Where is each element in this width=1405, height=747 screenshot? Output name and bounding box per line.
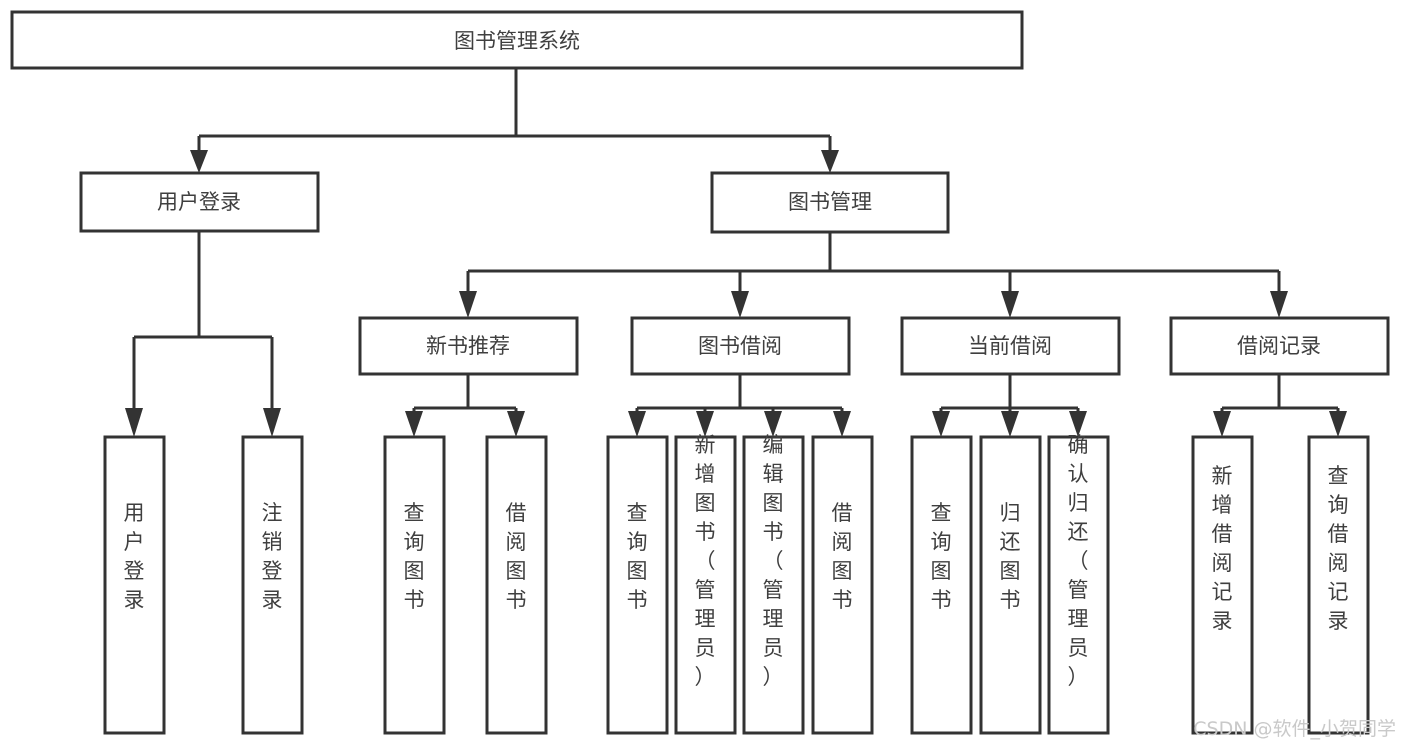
node-new-book-recommend-box[interactable] [358, 316, 579, 376]
leaf-book-borrow-edit-label: 编辑图书（管理员） [763, 433, 784, 689]
node-root-system-label: 图书管理系统 [454, 29, 580, 53]
leaf-book-borrow-edit-box[interactable] [742, 435, 805, 735]
leaf-borrow-record-add-label: 新增借阅记录 [1212, 464, 1233, 633]
node-book-management-box[interactable] [710, 171, 950, 234]
leaf-book-borrow-query-label: 查询图书 [627, 501, 648, 612]
arrow-head-br-leaf-2 [1329, 411, 1347, 437]
arrow-head-nb-leaf-2 [507, 411, 525, 437]
leaf-borrow-record-add-box[interactable] [1191, 435, 1254, 735]
leaf-current-borrow-confirm-label: 确认归还（管理员） [1068, 433, 1089, 689]
leaf-book-borrow-borrow[interactable]: 借阅图书 [811, 435, 874, 735]
arrow-head-br-leaf-1 [1213, 411, 1231, 437]
leaf-current-borrow-query-label: 查询图书 [931, 501, 952, 612]
arrow-head-leaf-user-login [125, 408, 143, 437]
arrow-head-user-login [190, 150, 208, 173]
leaf-new-book-query-box[interactable] [383, 435, 446, 735]
leaf-borrow-record-query-box[interactable] [1307, 435, 1370, 735]
leaf-book-borrow-add-label: 新增图书（管理员） [695, 433, 716, 689]
node-root-system[interactable]: 图书管理系统 [10, 10, 1024, 70]
node-current-borrow-box[interactable] [900, 316, 1121, 376]
connector-layer [125, 68, 1347, 437]
node-book-borrow-label: 图书借阅 [698, 334, 782, 358]
arrow-head-cb-leaf-2 [1001, 411, 1019, 437]
leaf-current-borrow-return[interactable]: 归还图书 [979, 435, 1042, 735]
csdn-watermark: CSDN @软件_小贺同学 [1193, 718, 1396, 740]
leaf-borrow-record-query-label: 查询借阅记录 [1328, 464, 1349, 633]
leaf-book-borrow-borrow-box[interactable] [811, 435, 874, 735]
arrow-head-bb-leaf-2 [696, 411, 714, 437]
leaf-user-login-login-label: 用户登录 [124, 501, 145, 612]
node-current-borrow[interactable]: 当前借阅 [900, 316, 1121, 376]
leaf-new-book-borrow-box[interactable] [485, 435, 548, 735]
leaf-user-login-logout-box[interactable] [241, 435, 304, 735]
leaf-book-borrow-query-box[interactable] [606, 435, 669, 735]
leaf-new-book-borrow[interactable]: 借阅图书 [485, 435, 548, 735]
leaf-book-borrow-borrow-label: 借阅图书 [832, 501, 853, 612]
node-current-borrow-label: 当前借阅 [968, 334, 1052, 358]
node-book-management[interactable]: 图书管理 [710, 171, 950, 234]
node-borrow-record-box[interactable] [1169, 316, 1390, 376]
arrow-head-current-borrow [1001, 291, 1019, 318]
arrow-head-new-book [459, 291, 477, 318]
node-new-book-recommend[interactable]: 新书推荐 [358, 316, 579, 376]
leaf-user-login-logout[interactable]: 注销登录 [241, 435, 304, 735]
arrow-head-nb-leaf-1 [405, 411, 423, 437]
node-borrow-record[interactable]: 借阅记录 [1169, 316, 1390, 376]
arrow-head-bb-leaf-1 [628, 411, 646, 437]
leaf-book-borrow-add-box[interactable] [674, 435, 737, 735]
arrow-head-book-mgmt [821, 150, 839, 173]
leaf-current-borrow-return-label: 归还图书 [1000, 501, 1021, 612]
leaf-current-borrow-confirm-box[interactable] [1047, 435, 1110, 735]
node-book-borrow-box[interactable] [630, 316, 851, 376]
node-new-book-recommend-label: 新书推荐 [426, 334, 510, 358]
arrow-head-bb-leaf-4 [833, 411, 851, 437]
leaf-current-borrow-query[interactable]: 查询图书 [910, 435, 973, 735]
leaf-new-book-query-label: 查询图书 [404, 501, 425, 612]
leaf-borrow-record-query[interactable]: 查询借阅记录 [1307, 435, 1370, 735]
arrow-head-cb-leaf-1 [932, 411, 950, 437]
arrow-head-cb-leaf-3 [1069, 411, 1087, 437]
node-user-login-box[interactable] [79, 171, 320, 233]
leaf-book-borrow-edit[interactable]: 编辑图书（管理员） [742, 433, 805, 735]
arrow-head-borrow-record [1270, 291, 1288, 318]
leaf-new-book-query[interactable]: 查询图书 [383, 435, 446, 735]
node-book-borrow[interactable]: 图书借阅 [630, 316, 851, 376]
leaf-current-borrow-query-box[interactable] [910, 435, 973, 735]
arrow-head-book-borrow [731, 291, 749, 318]
leaf-user-login-login[interactable]: 用户登录 [103, 435, 166, 735]
leaf-book-borrow-add[interactable]: 新增图书（管理员） [674, 433, 737, 735]
leaf-current-borrow-confirm[interactable]: 确认归还（管理员） [1047, 433, 1110, 735]
node-book-management-label: 图书管理 [788, 190, 872, 214]
node-borrow-record-label: 借阅记录 [1237, 334, 1321, 358]
leaf-new-book-borrow-label: 借阅图书 [506, 501, 527, 612]
leaf-book-borrow-query[interactable]: 查询图书 [606, 435, 669, 735]
leaf-user-login-logout-label: 注销登录 [262, 501, 283, 612]
leaf-current-borrow-return-box[interactable] [979, 435, 1042, 735]
node-root-system-box[interactable] [10, 10, 1024, 70]
arrow-head-leaf-logout [263, 408, 281, 437]
node-user-login-label: 用户登录 [157, 190, 241, 214]
leaf-user-login-login-box[interactable] [103, 435, 166, 735]
node-user-login[interactable]: 用户登录 [79, 171, 320, 233]
arrow-head-bb-leaf-3 [764, 411, 782, 437]
leaf-borrow-record-add[interactable]: 新增借阅记录 [1191, 435, 1254, 735]
